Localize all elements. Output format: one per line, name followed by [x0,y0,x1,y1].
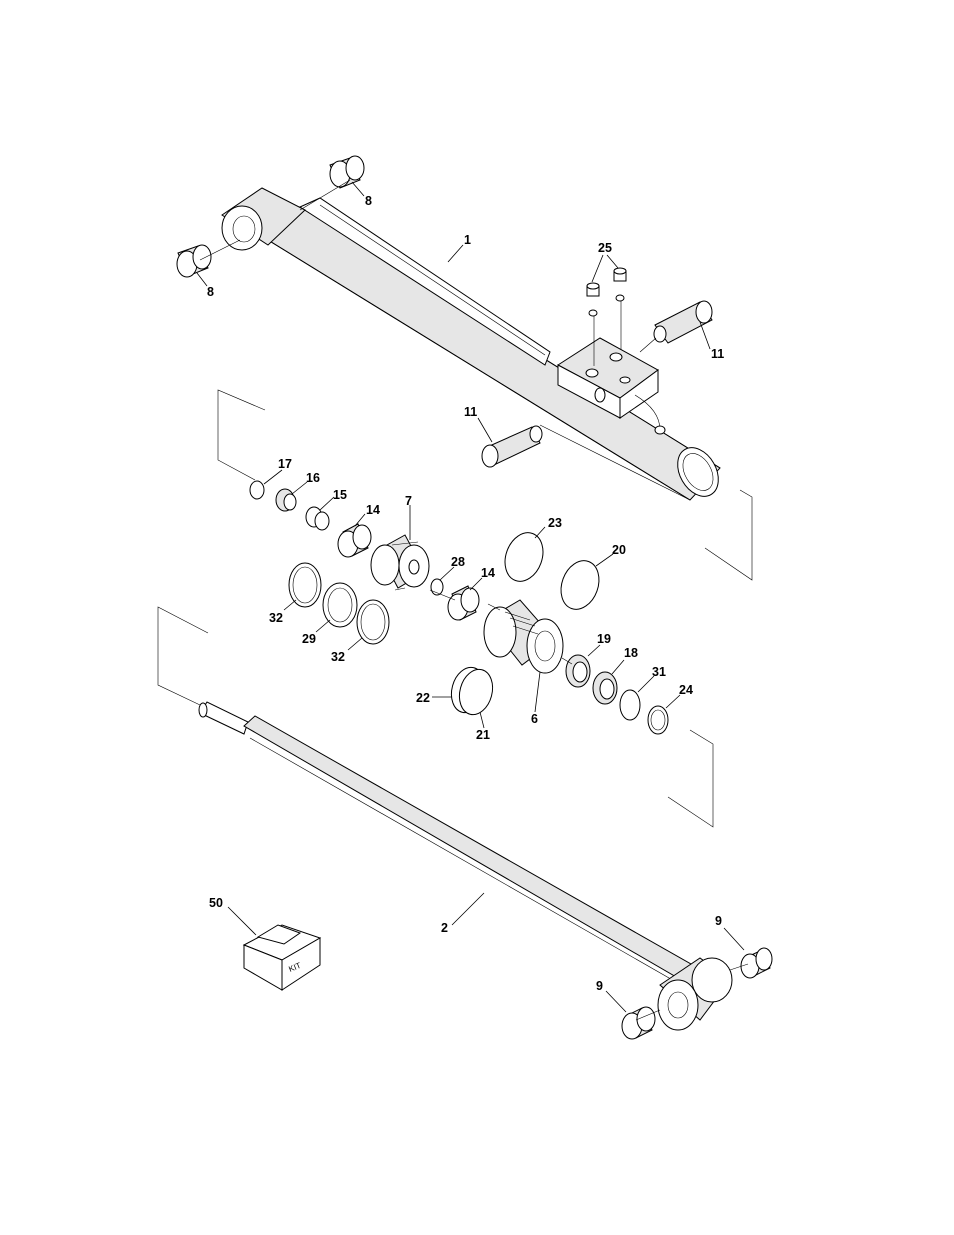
callout-8-top: 8 [365,194,372,208]
ring-31 [620,690,640,720]
callout-23: 23 [548,516,562,530]
callout-9-left: 9 [596,979,603,993]
callout-16: 16 [306,471,320,485]
callout-9-right: 9 [715,914,722,928]
spacer-15 [306,507,329,530]
callout-1: 1 [464,233,471,247]
seal-32-right [357,600,389,644]
gland-6 [484,600,563,673]
seal-ring-17 [250,481,264,499]
callout-22: 22 [416,691,430,705]
callout-2: 2 [441,921,448,935]
callout-20: 20 [612,543,626,557]
callout-19: 19 [597,632,611,646]
callout-28: 28 [451,555,465,569]
callout-18: 18 [624,646,638,660]
callout-32-left: 32 [269,611,283,625]
callout-21: 21 [476,728,490,742]
callout-14-left: 14 [366,503,380,517]
callout-11-left: 11 [464,405,477,419]
callout-17: 17 [278,457,292,471]
valve-11-left [482,426,542,467]
callout-31: 31 [652,665,666,679]
plug-25-left [587,283,599,316]
bushing-8-top [330,156,364,188]
callout-24: 24 [679,683,693,697]
callout-29: 29 [302,632,316,646]
bushing-9-left [622,1007,655,1039]
barrel-part-1 [222,188,727,504]
nut-16 [276,489,296,511]
callout-15: 15 [333,488,347,502]
seal-18 [593,672,617,704]
wiper-29 [323,583,357,627]
callout-25: 25 [598,241,612,255]
callout-50: 50 [209,896,223,910]
callout-7: 7 [405,494,412,508]
ring-24 [648,706,668,734]
bushing-8-bottom [177,245,211,277]
seal-22-21 [447,664,498,719]
seal-32-left [289,563,321,607]
callout-8-bottom: 8 [207,285,214,299]
wiper-19 [566,655,590,687]
valve-11-right [654,301,712,343]
callout-6: 6 [531,712,538,726]
plug-25-right [614,268,626,301]
callout-32-right: 32 [331,650,345,664]
piston-7 [371,535,429,590]
callout-11-right: 11 [711,347,724,361]
bushing-9-right [741,948,772,978]
bushing-14-left [338,524,371,557]
bushing-14-right [448,586,479,620]
o-ring-23 [499,527,550,586]
callout-14-right: 14 [481,566,495,580]
